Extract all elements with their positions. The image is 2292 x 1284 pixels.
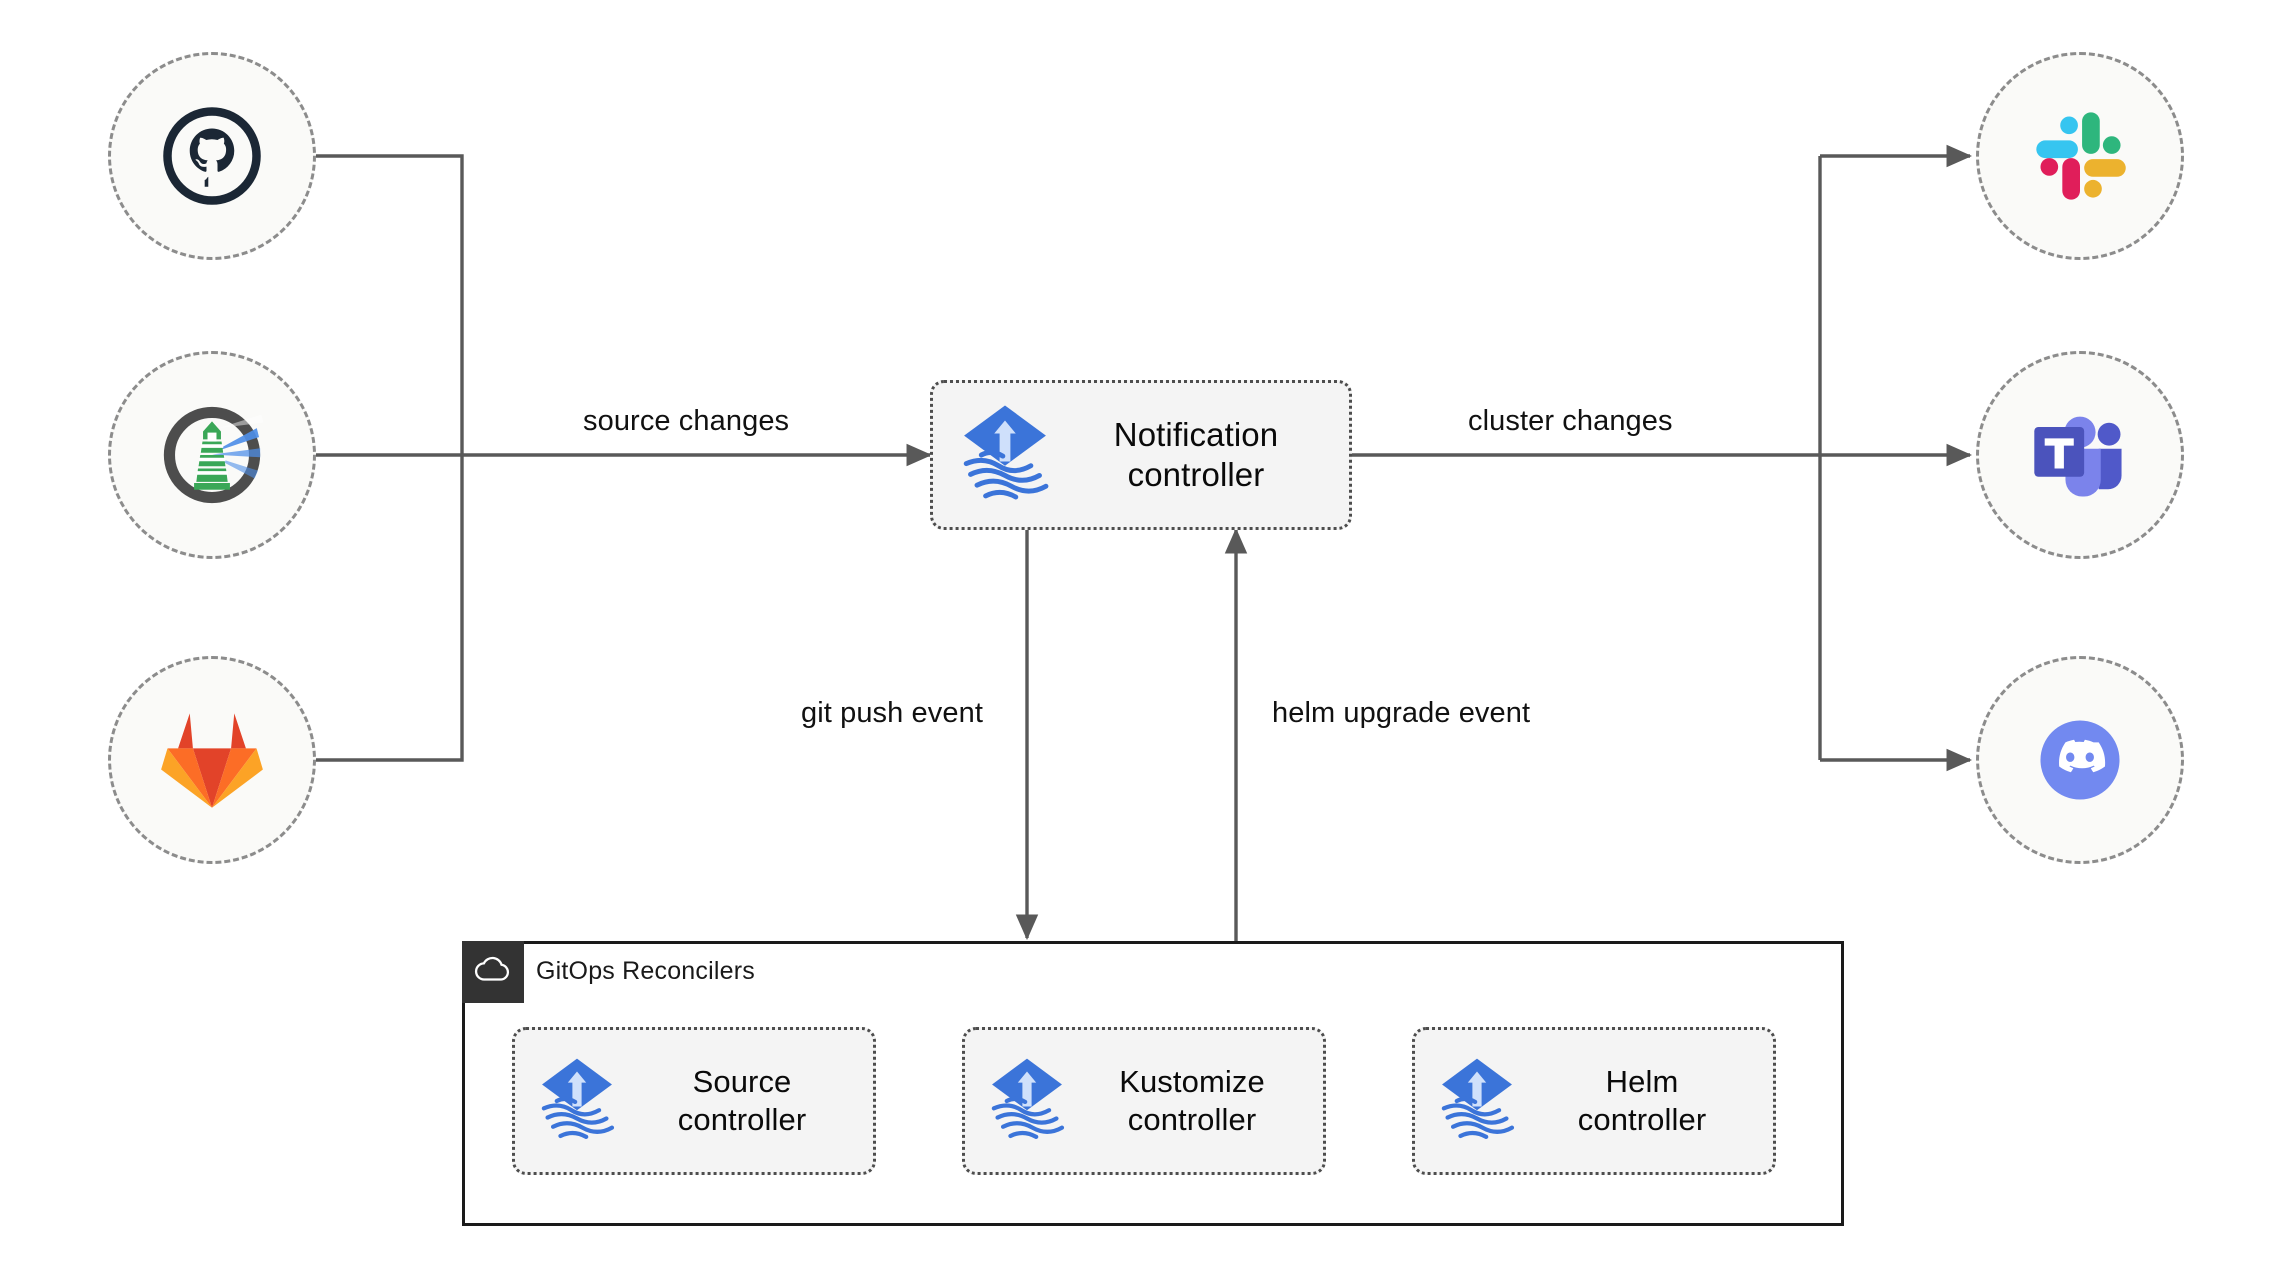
wire-github-to-trunk (316, 154, 464, 455)
flux-controller-icon (531, 1053, 623, 1149)
target-node-slack[interactable] (1976, 52, 2184, 260)
source-node-gitlab[interactable] (108, 656, 316, 864)
container-icon-tab (462, 941, 524, 1003)
github-icon (159, 103, 265, 209)
target-node-discord[interactable] (1976, 656, 2184, 864)
microsoft-teams-icon (2026, 405, 2134, 505)
flux-controller-icon (981, 1053, 1073, 1149)
source-controller-box[interactable]: Source controller (512, 1027, 876, 1175)
gitlab-icon (159, 710, 265, 810)
source-node-flux[interactable] (108, 351, 316, 559)
source-node-github[interactable] (108, 52, 316, 260)
source-controller-label: Source controller (677, 1064, 807, 1137)
flux-lighthouse-icon (156, 399, 268, 511)
target-node-teams[interactable] (1976, 351, 2184, 559)
slack-icon (2028, 104, 2132, 208)
notification-controller-label: Notification controller (1113, 415, 1279, 493)
wire-gitlab-to-trunk (316, 455, 464, 762)
helm-controller-label: Helm controller (1577, 1064, 1707, 1137)
edge-label-source-changes: source changes (583, 405, 790, 437)
flux-controller-icon (1431, 1053, 1523, 1149)
edge-label-helm-upgrade-event: helm upgrade event (1272, 697, 1531, 729)
notification-controller-box[interactable]: Notification controller (930, 380, 1352, 530)
kustomize-controller-box[interactable]: Kustomize controller (962, 1027, 1326, 1175)
edge-label-git-push-event: git push event (801, 697, 983, 729)
cloud-icon (474, 956, 512, 989)
flux-controller-icon (951, 399, 1059, 511)
edge-label-cluster-changes: cluster changes (1468, 405, 1673, 437)
helm-controller-box[interactable]: Helm controller (1412, 1027, 1776, 1175)
discord-icon (2028, 708, 2132, 812)
container-title: GitOps Reconcilers (536, 957, 755, 985)
kustomize-controller-label: Kustomize controller (1119, 1064, 1265, 1137)
